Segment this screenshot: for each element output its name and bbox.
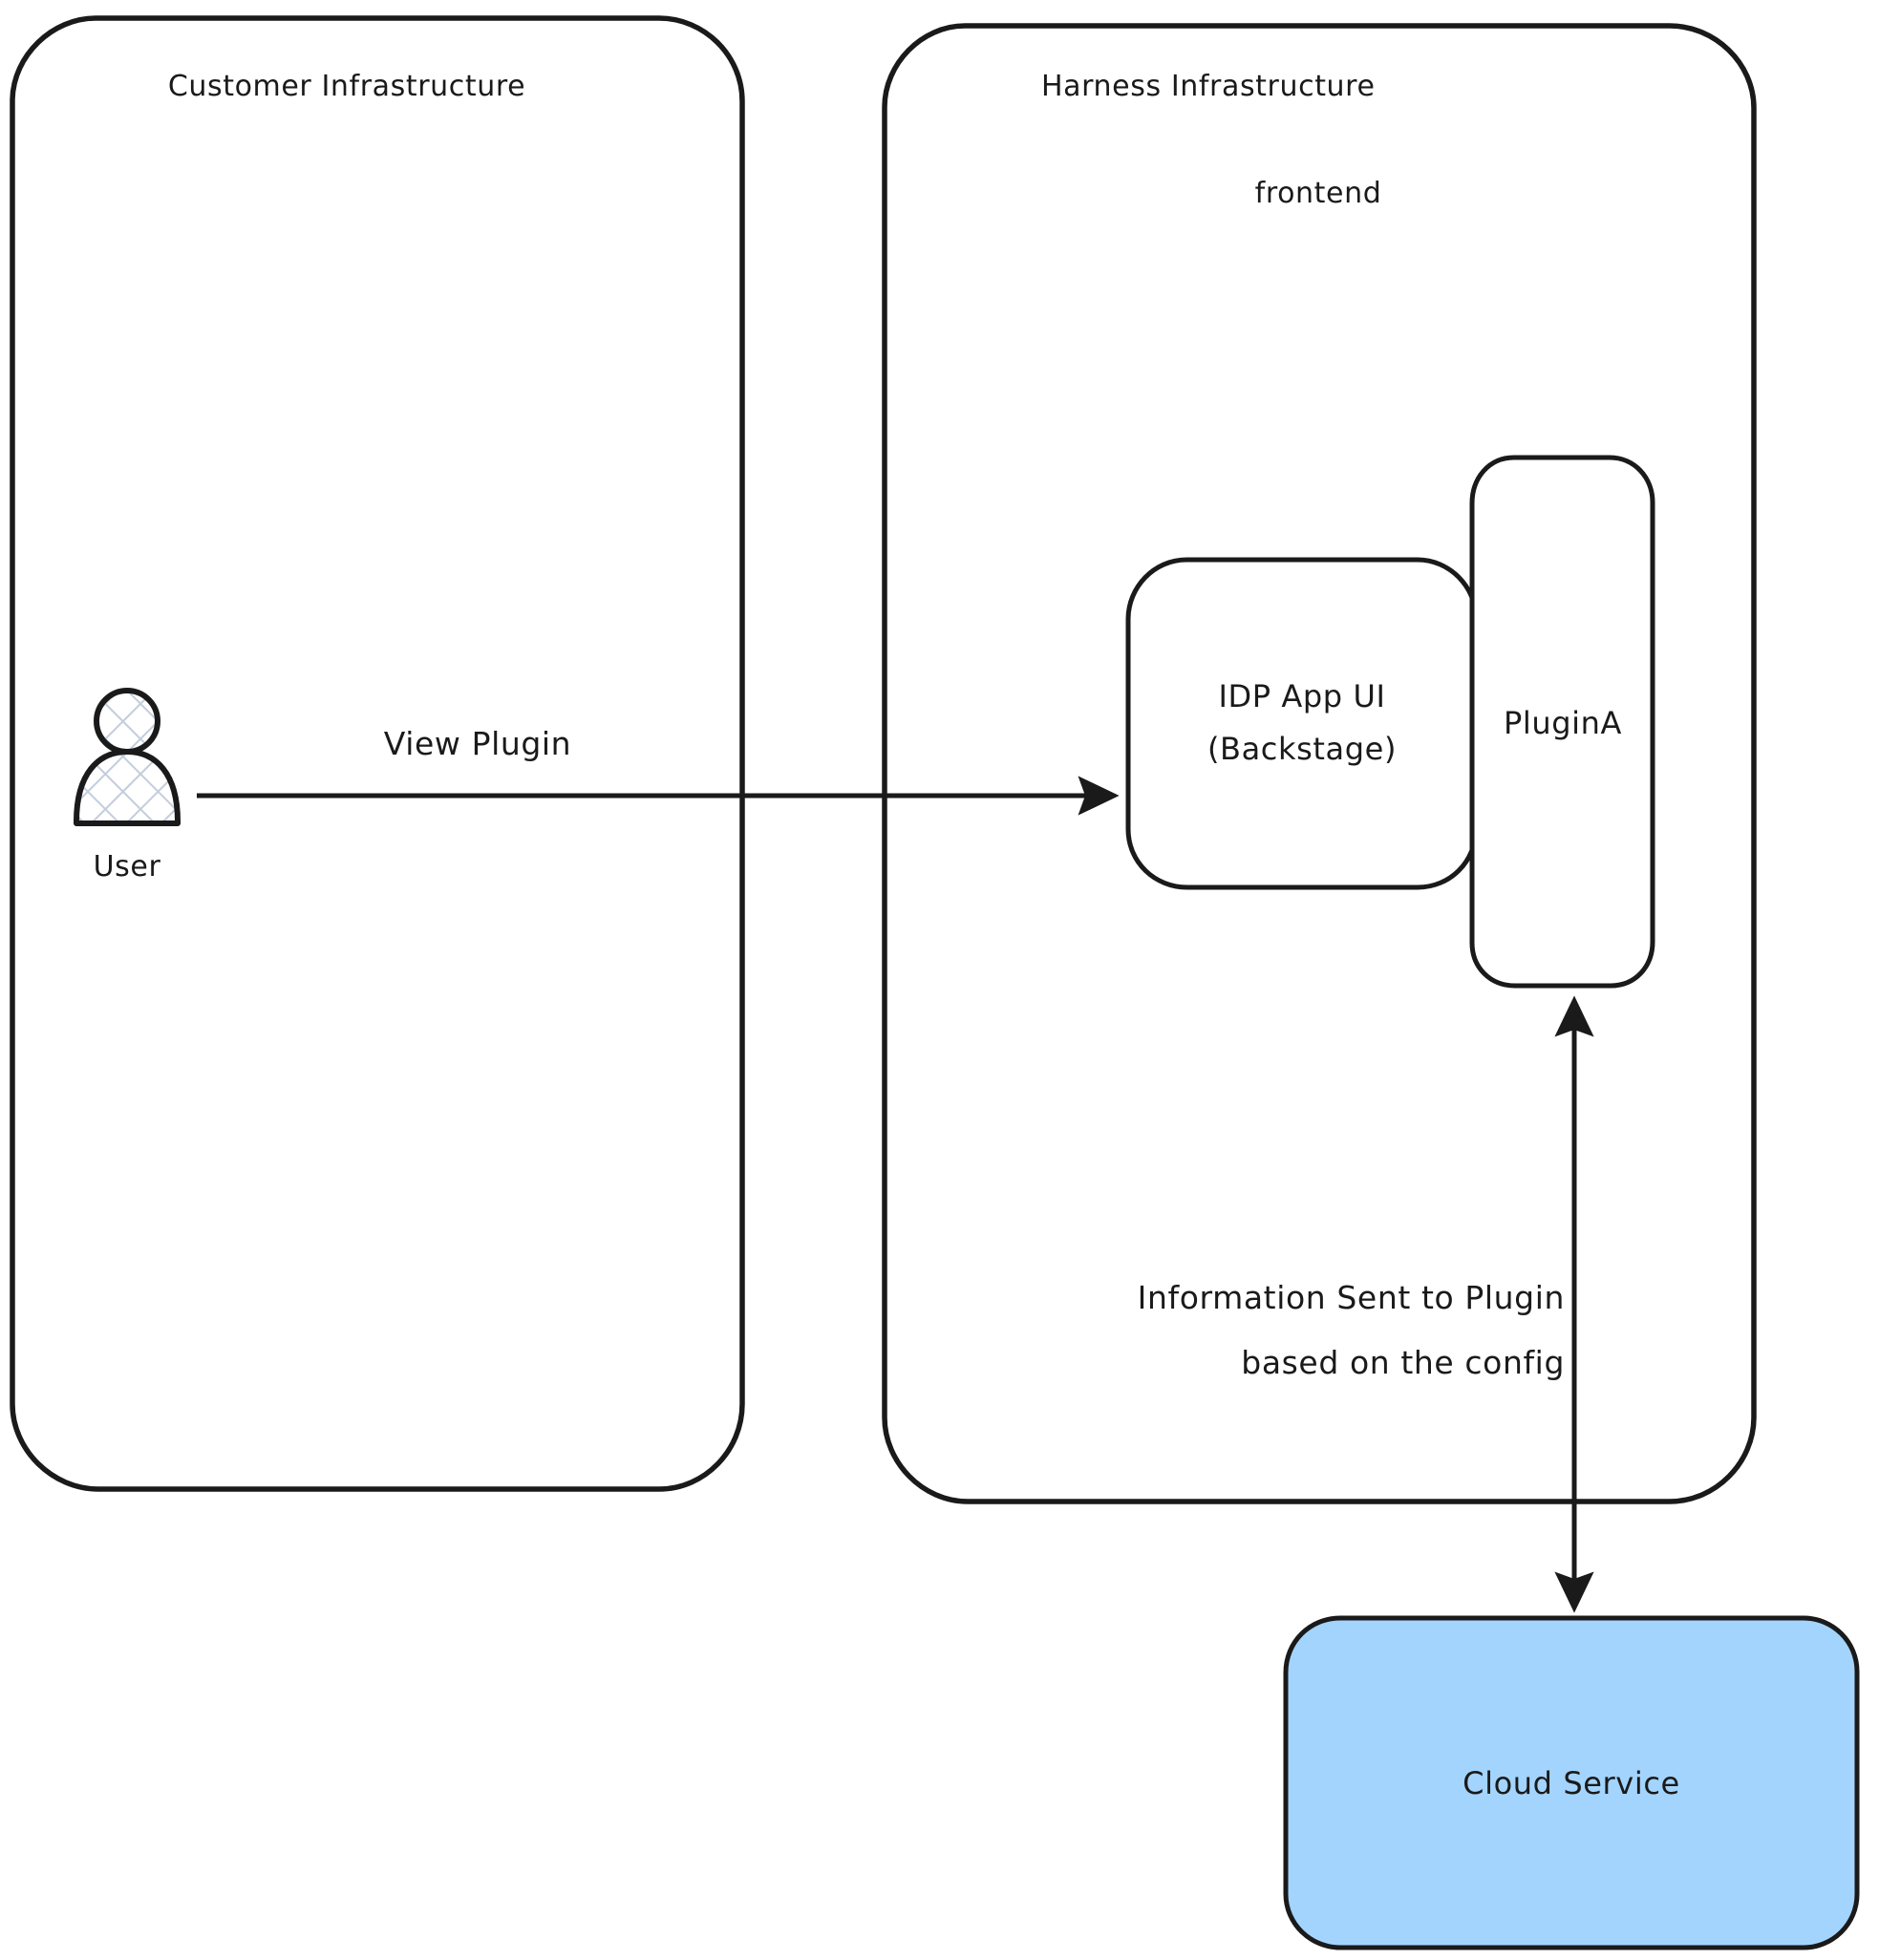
plugin-cloud-edge-label-line-1: Information Sent to Plugin	[1138, 1279, 1565, 1316]
plugin-a-boundary	[1469, 455, 1655, 989]
customer-infrastructure-boundary	[10, 15, 745, 1492]
idp-app-ui-label-line-1: IDP App UI	[1218, 678, 1385, 714]
plugin-a-label: PluginA	[1504, 705, 1622, 741]
user-icon	[74, 688, 181, 826]
harness-infrastructure-title: Harness Infrastructure	[1041, 70, 1376, 103]
plugin-cloud-edge-label-line-2: based on the config	[1241, 1344, 1565, 1381]
cloud-service-boundary	[1283, 1615, 1860, 1950]
user-actor-label: User	[94, 850, 161, 884]
node-plugin-a[interactable]: PluginA	[1469, 455, 1655, 989]
actor-user[interactable]: User	[74, 688, 181, 884]
frontend-group-label: frontend	[1255, 177, 1382, 210]
cloud-service-label: Cloud Service	[1463, 1765, 1680, 1801]
container-customer-infrastructure: Customer Infrastructure	[10, 15, 745, 1492]
customer-infrastructure-title: Customer Infrastructure	[168, 70, 525, 103]
edge-plugin-cloud: Information Sent to Plugin based on the …	[1138, 995, 1594, 1613]
edge-view-plugin: View Plugin	[197, 725, 1120, 816]
view-plugin-edge-label: View Plugin	[384, 725, 571, 762]
idp-app-ui-boundary	[1125, 557, 1479, 890]
idp-app-ui-label-line-2: (Backstage)	[1207, 731, 1397, 767]
node-cloud-service[interactable]: Cloud Service	[1283, 1615, 1860, 1950]
node-idp-app-ui[interactable]: IDP App UI (Backstage)	[1125, 557, 1479, 890]
